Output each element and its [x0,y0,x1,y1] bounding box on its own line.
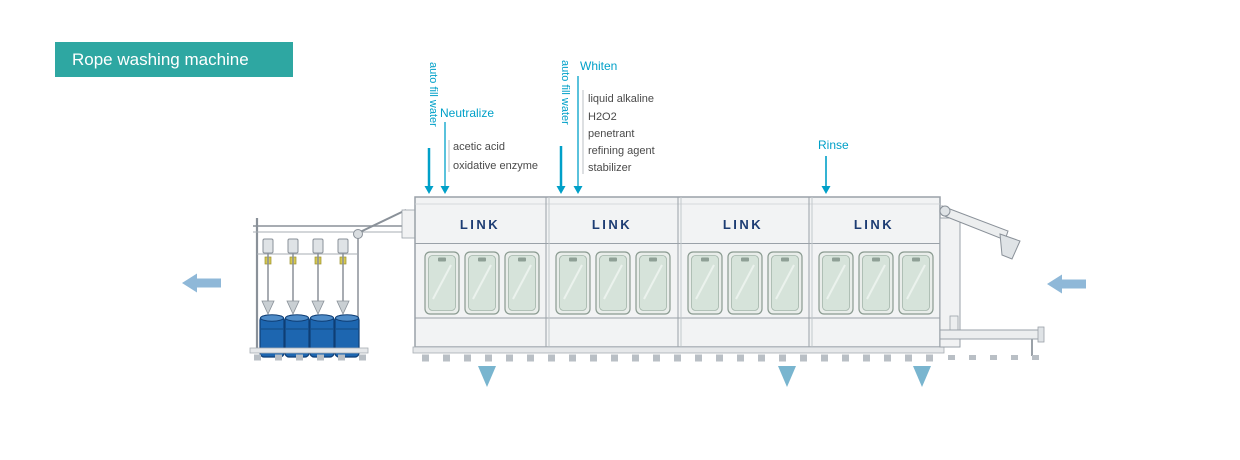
frame-base [249,347,369,354]
down-arrow-icon [556,186,566,194]
machine-window [687,251,723,315]
machine-window [818,251,854,315]
whiten-item: H2O2 [588,111,617,123]
down-arrow-icon [573,186,583,194]
feed-pipe [357,209,407,234]
down-arrow-icon [440,186,450,194]
whiten-item: penetrant [588,128,634,140]
machine-window [504,251,540,315]
discharge-assembly [939,205,1045,360]
auto-fill-water-left-label: auto fill water [427,62,439,127]
brand-label: LINK [592,217,632,232]
drain-triangle-icon [913,366,931,387]
machine-window [858,251,894,315]
feed-inlet [401,209,416,239]
machine-window [595,251,631,315]
brand-label: LINK [460,217,500,232]
annotation-auto-fill-water-mid: auto fill water [556,60,571,194]
machine-body: LINK LINK LINK LINK [412,196,945,362]
annotation-auto-fill-water-left: auto fill water [424,62,439,194]
machine-window [424,251,460,315]
machine-window [635,251,671,315]
dosing-pump [286,238,300,315]
machine-window [767,251,803,315]
chute-joint [939,205,951,217]
whiten-item: stabilizer [588,162,632,174]
drain-pipe [939,329,1041,340]
drain-triangle-icon [778,366,796,387]
page-title: Rope washing machine [72,50,249,69]
down-arrow-icon [424,186,434,194]
neutralize-item: oxidative enzyme [453,160,538,172]
title-banner-bg [55,42,293,77]
dosing-pump [336,238,350,315]
annotation-rinse: Rinse [818,138,849,194]
machine-window [464,251,500,315]
machine-window [555,251,591,315]
whiten-item: refining agent [588,145,655,157]
annotation-neutralize: Neutralize acetic acid oxidative enzyme [440,106,538,194]
machine-window [727,251,763,315]
whiten-label: Whiten [580,59,617,73]
dosing-pump [261,238,275,315]
brand-label: LINK [854,217,894,232]
fabric-exit-arrow-icon [182,273,221,293]
annotation-whiten: Whiten liquid alkaline H2O2 penetrant re… [573,59,655,194]
pipe-cap [1037,326,1045,343]
discharge-nozzle [999,233,1021,260]
dosing-frame [249,209,416,361]
whiten-item: liquid alkaline [588,93,654,105]
pipe-joint [353,229,363,239]
machine-base-rail [412,346,945,354]
pipe-tee [949,315,959,332]
rinse-label: Rinse [818,138,849,152]
auto-fill-water-mid-label: auto fill water [559,60,571,125]
machine-window [898,251,934,315]
neutralize-item: acetic acid [453,141,505,153]
title-banner: Rope washing machine [55,42,293,77]
down-arrow-icon [821,186,831,194]
brand-label: LINK [723,217,763,232]
drain-triangle-icon [478,366,496,387]
fabric-entry-arrow-icon [1047,274,1086,294]
neutralize-label: Neutralize [440,106,494,120]
dosing-pump [311,238,325,315]
